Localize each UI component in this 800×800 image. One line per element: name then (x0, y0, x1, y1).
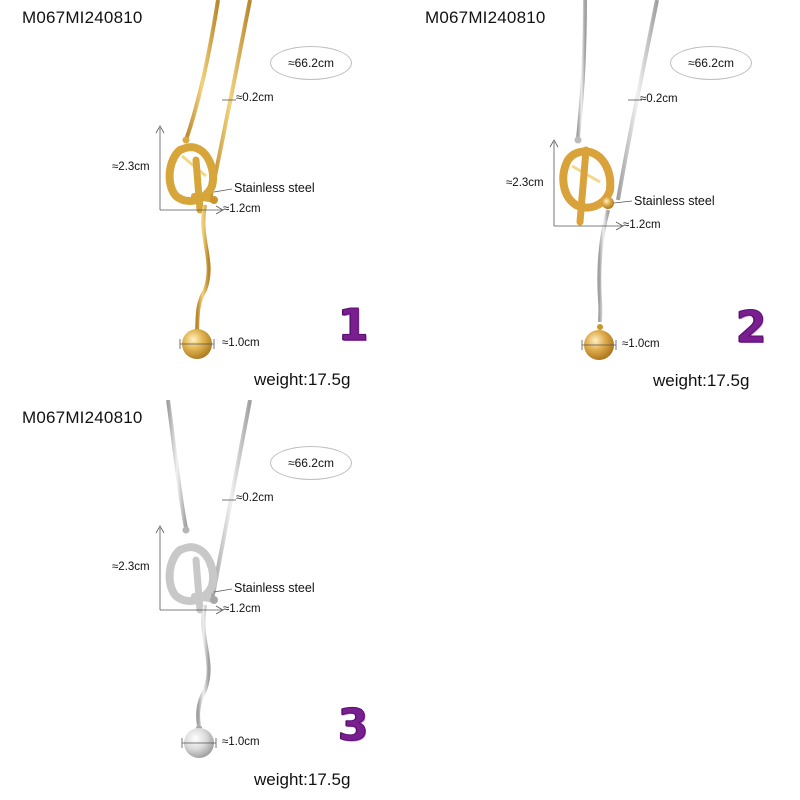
variant-number: 1 (338, 300, 370, 352)
necklace-silver-image (155, 400, 252, 758)
pendant-width-label: ≈1.2cm (223, 203, 261, 215)
product-code: M067MI240810 (425, 8, 546, 27)
chain-width-label: ≈0.2cm (640, 93, 678, 105)
material-label: Stainless steel (234, 581, 315, 595)
length-badge: ≈66.2cm (270, 46, 352, 80)
necklace-mixed-image (549, 0, 659, 360)
length-badge: ≈66.2cm (270, 446, 352, 480)
variant-number: 2 (736, 302, 768, 354)
chain-width-label: ≈0.2cm (236, 492, 274, 504)
ball-size-label: ≈1.0cm (622, 338, 660, 350)
weight-label: weight:17.5g (254, 370, 351, 389)
product-panel-1: M067MI240810 ≈66.2cm ≈0.2cm ≈2.3cm ≈1.2c… (0, 0, 400, 400)
product-code: M067MI240810 (22, 8, 143, 27)
pendant-width-label: ≈1.2cm (223, 603, 261, 615)
necklace-gold-image (155, 0, 252, 359)
material-label: Stainless steel (234, 181, 315, 195)
product-panel-3: M067MI240810 ≈66.2cm ≈0.2cm ≈2.3cm ≈1.2c… (0, 400, 400, 800)
weight-label: weight:17.5g (254, 770, 351, 789)
product-panel-2: M067MI240810 ≈66.2cm ≈0.2cm ≈2.3cm ≈1.2c… (400, 0, 800, 400)
chain-width-label: ≈0.2cm (236, 92, 274, 104)
weight-label: weight:17.5g (653, 371, 750, 390)
product-code: M067MI240810 (22, 408, 143, 427)
material-label: Stainless steel (634, 194, 715, 208)
pendant-height-label: ≈2.3cm (506, 177, 544, 189)
pendant-width-label: ≈1.2cm (623, 219, 661, 231)
variant-number: 3 (338, 700, 370, 752)
ball-size-label: ≈1.0cm (222, 337, 260, 349)
pendant-height-label: ≈2.3cm (112, 161, 150, 173)
ball-size-label: ≈1.0cm (222, 736, 260, 748)
pendant-height-label: ≈2.3cm (112, 561, 150, 573)
length-badge: ≈66.2cm (670, 46, 752, 80)
